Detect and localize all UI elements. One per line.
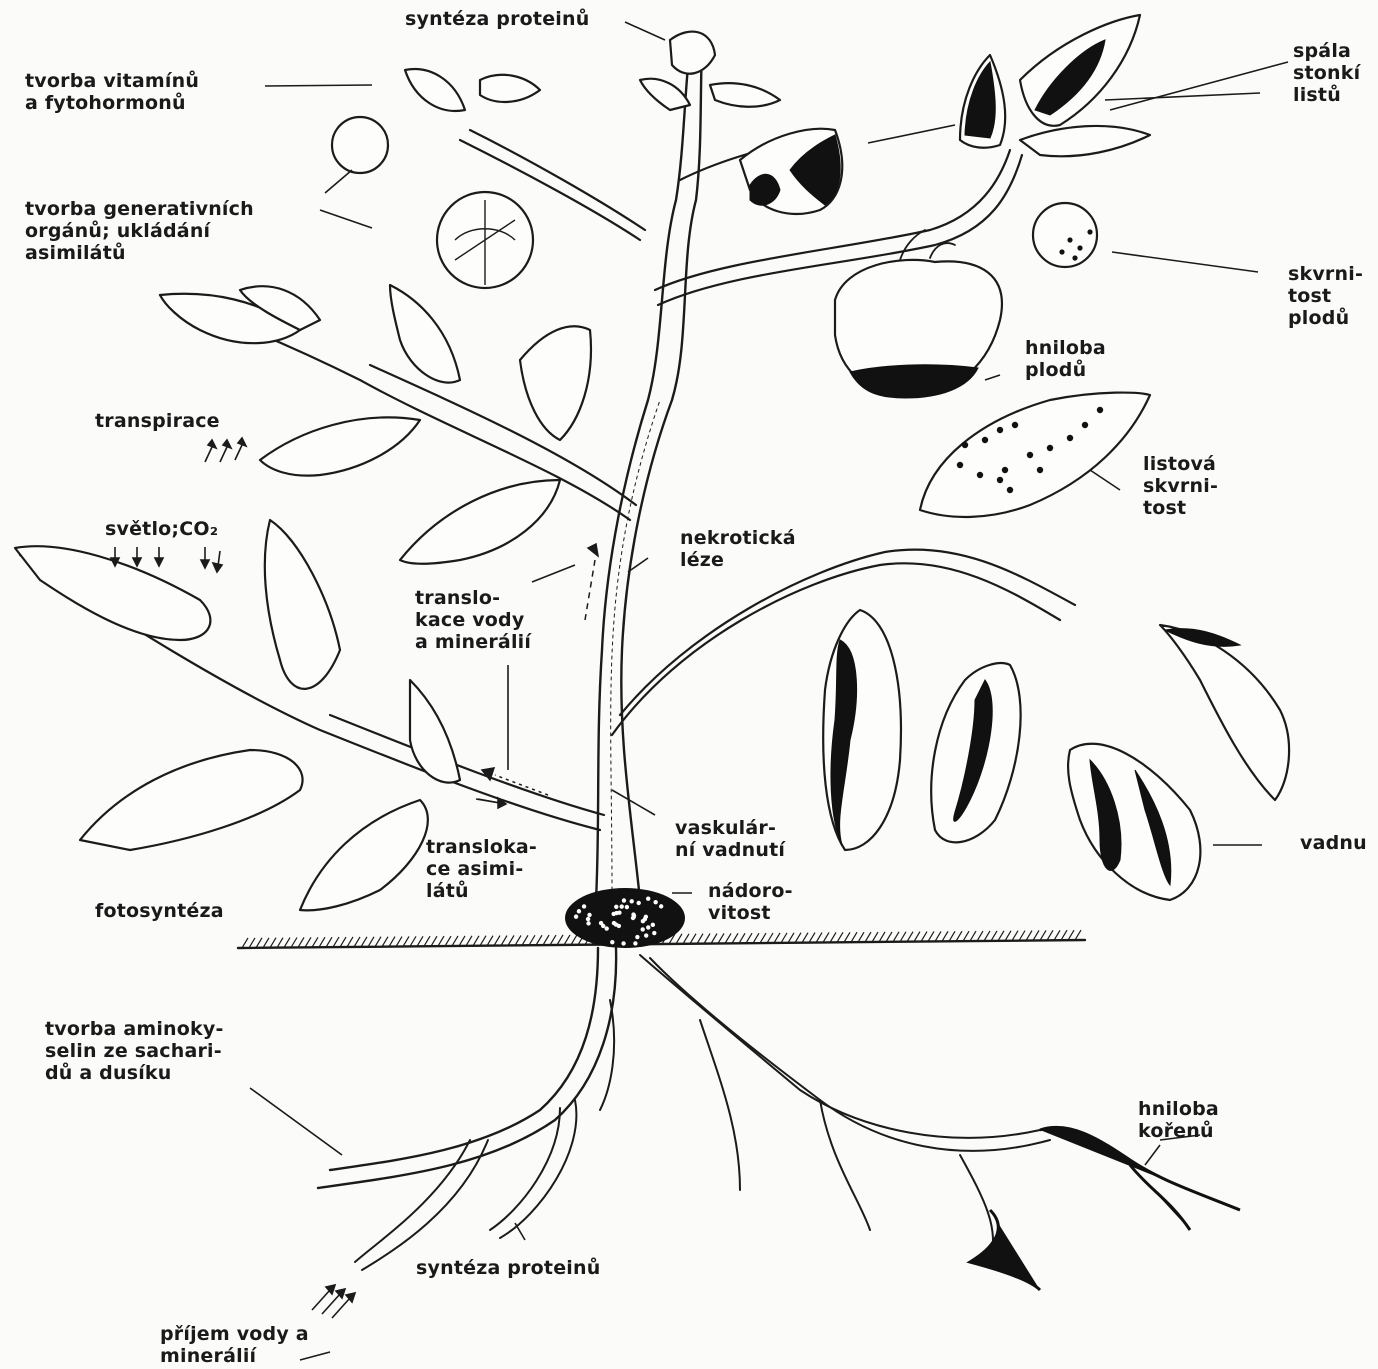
label-spala-line1: spála [1293, 40, 1360, 62]
label-fruit-spot: skvrni- tost plodů [1288, 263, 1363, 329]
label-water-translocation: translo- kace vody a minerálií [415, 587, 531, 653]
label-fruit-spot-line1: skvrni- [1288, 263, 1363, 285]
label-necrotic-line2: léze [680, 549, 796, 571]
label-spala: spála stonkí listů [1293, 40, 1360, 106]
label-photosynthesis: fotosyntéza [95, 900, 224, 922]
label-tumor-line2: vitost [708, 902, 793, 924]
label-leaf-spot-line2: skvrni- [1143, 475, 1218, 497]
label-generative-line1: tvorba generativních [25, 198, 254, 220]
label-amino-line3: dů a dusíku [45, 1062, 224, 1084]
label-leaf-spot-line3: tost [1143, 497, 1218, 519]
label-vitamins-line2: a fytohormonů [25, 92, 199, 114]
label-generative-organs: tvorba generativních orgánů; ukládání as… [25, 198, 254, 264]
label-water-translocation-line1: translo- [415, 587, 531, 609]
label-fruit-rot-line1: hniloba [1025, 337, 1106, 359]
label-spala-line3: listů [1293, 84, 1360, 106]
label-necrotic-line1: nekrotická [680, 527, 796, 549]
label-root-rot-line1: hniloba [1138, 1098, 1219, 1120]
label-leaf-spot-line1: listová [1143, 453, 1218, 475]
label-amino-line2: selin ze sachari- [45, 1040, 224, 1062]
label-water-translocation-line2: kace vody [415, 609, 531, 631]
label-tumor-line1: nádoro- [708, 880, 793, 902]
label-assimilate-line2: ce asimi- [426, 858, 537, 880]
label-vitamins-line1: tvorba vitamínů [25, 70, 199, 92]
label-vascular-line2: ní vadnutí [675, 839, 785, 861]
label-water-translocation-line3: a minerálií [415, 631, 531, 653]
label-generative-line2: orgánů; ukládání [25, 220, 254, 242]
label-fruit-spot-line3: plodů [1288, 307, 1363, 329]
label-vitamins: tvorba vitamínů a fytohormonů [25, 70, 199, 114]
label-water-uptake-line1: příjem vody a [160, 1323, 309, 1345]
stem-arrows [478, 544, 598, 808]
label-generative-line3: asimilátů [25, 242, 254, 264]
tumor-gall [565, 888, 685, 948]
label-assimilate-translocation: transloka- ce asimi- látů [426, 836, 537, 902]
label-fruit-rot: hniloba plodů [1025, 337, 1106, 381]
label-necrotic-lesion: nekrotická léze [680, 527, 796, 571]
label-spala-line2: stonkí [1293, 62, 1360, 84]
label-root-rot: hniloba kořenů [1138, 1098, 1219, 1142]
label-vascular-wilt: vaskulár- ní vadnutí [675, 817, 785, 861]
label-amino-acids: tvorba aminoky- selin ze sachari- dů a d… [45, 1018, 224, 1084]
label-vascular-line1: vaskulár- [675, 817, 785, 839]
label-tumor: nádoro- vitost [708, 880, 793, 924]
label-water-uptake-line2: minerálií [160, 1345, 309, 1367]
label-wilt: vadnu [1300, 832, 1367, 854]
label-fruit-spot-line2: tost [1288, 285, 1363, 307]
root-system [318, 948, 1240, 1290]
leader-lines [250, 22, 1288, 1360]
main-stem [596, 45, 702, 900]
label-root-rot-line2: kořenů [1138, 1120, 1219, 1142]
label-water-uptake: příjem vody a minerálií [160, 1323, 309, 1367]
label-fruit-rot-line2: plodů [1025, 359, 1106, 381]
label-amino-line1: tvorba aminoky- [45, 1018, 224, 1040]
water-uptake-arrows-icon [312, 1285, 355, 1318]
label-assimilate-line3: látů [426, 880, 537, 902]
transpiration-arrows-icon [205, 438, 246, 462]
label-transpiration: transpirace [95, 410, 220, 432]
label-leaf-spot: listová skvrni- tost [1143, 453, 1218, 519]
label-light-co2: světlo;CO₂ [105, 518, 218, 540]
label-protein-synthesis-bottom: syntéza proteinů [416, 1257, 600, 1279]
label-assimilate-line1: transloka- [426, 836, 537, 858]
label-protein-synthesis-top: syntéza proteinů [405, 8, 589, 30]
